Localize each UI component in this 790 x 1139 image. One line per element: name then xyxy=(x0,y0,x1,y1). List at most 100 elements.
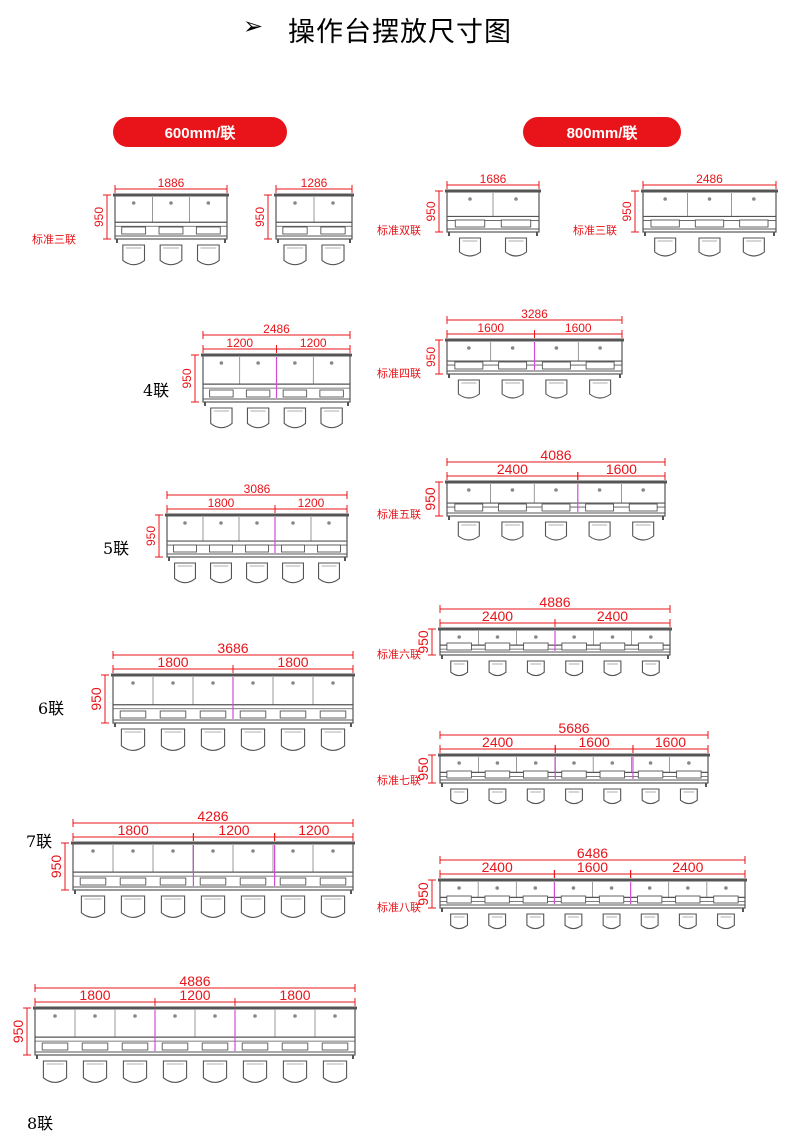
mount-dot xyxy=(724,886,728,890)
segment-dimension-label: 1200 xyxy=(218,822,249,838)
chair-icon xyxy=(322,1060,348,1083)
console-label: 标准双联 xyxy=(377,224,421,237)
keyboard-slot xyxy=(119,877,147,886)
mount-dot xyxy=(253,1014,257,1018)
mount-dot xyxy=(331,201,335,205)
keyboard-slot xyxy=(239,877,267,886)
keyboard-slot xyxy=(541,361,571,370)
chair-icon xyxy=(240,895,266,918)
mount-dot xyxy=(467,488,471,492)
mount-dot xyxy=(211,681,215,685)
mount-dot xyxy=(91,849,95,853)
keyboard-slot xyxy=(454,361,484,370)
mount-dot xyxy=(533,761,538,765)
mount-dot xyxy=(686,886,690,890)
chair-icon xyxy=(280,895,306,918)
keyboard-slot xyxy=(281,544,305,553)
keyboard-slot xyxy=(320,226,346,235)
height-dimension-label: 950 xyxy=(415,882,431,906)
mount-dot xyxy=(173,1014,177,1018)
chair-icon xyxy=(544,521,568,541)
chair-icon xyxy=(641,788,660,805)
height-dimension-label: 950 xyxy=(424,201,438,221)
keyboard-slot xyxy=(694,219,725,228)
keyboard-slot xyxy=(282,226,308,235)
keyboard-slot xyxy=(319,389,344,398)
keyboard-slot xyxy=(173,544,197,553)
keyboard-slot xyxy=(199,877,227,886)
segment-dimension-label: 2400 xyxy=(482,734,513,750)
mount-dot xyxy=(133,1014,137,1018)
mount-dot xyxy=(206,201,211,205)
chair-icon xyxy=(501,379,524,399)
chair-icon xyxy=(210,407,233,429)
keyboard-slot xyxy=(446,642,472,651)
keyboard-slot xyxy=(739,219,769,228)
segment-dimension-label: 2400 xyxy=(497,461,528,477)
segment-dimension-label: 2400 xyxy=(482,608,513,624)
chair-icon xyxy=(200,728,226,751)
keyboard-slot xyxy=(319,877,347,886)
chair-icon xyxy=(42,1060,68,1083)
keyboard-slot xyxy=(599,642,626,651)
mount-dot xyxy=(597,488,602,492)
mount-dot xyxy=(598,346,602,350)
mount-dot xyxy=(291,681,295,685)
height-dimension-label: 950 xyxy=(92,207,106,227)
chair-icon xyxy=(679,788,698,805)
mount-dot xyxy=(331,849,335,853)
chair-icon xyxy=(450,788,469,805)
mount-dot xyxy=(251,681,255,685)
total-dimension-label: 3686 xyxy=(217,640,248,656)
mount-dot xyxy=(495,635,500,639)
chair-icon xyxy=(564,913,583,930)
mount-dot xyxy=(333,1014,337,1018)
chair-icon xyxy=(200,895,226,918)
console-label: 4联 xyxy=(143,381,170,400)
chair-icon xyxy=(242,1060,268,1083)
chair-icon xyxy=(160,895,186,918)
chair-icon xyxy=(282,562,304,584)
chair-icon xyxy=(246,562,268,584)
keyboard-slot xyxy=(561,642,587,651)
chair-icon xyxy=(488,913,507,930)
console-label: 标准四联 xyxy=(377,367,421,380)
mount-dot xyxy=(510,488,515,492)
mount-dot xyxy=(211,849,215,853)
chair-icon xyxy=(602,913,621,930)
mount-dot xyxy=(213,1014,217,1018)
mount-dot xyxy=(571,886,576,890)
keyboard-slot xyxy=(676,770,702,779)
segment-dimension-label: 2400 xyxy=(482,859,513,875)
mount-dot xyxy=(131,201,136,205)
console-label: 标准三联 xyxy=(573,224,617,237)
total-dimension-label: 1686 xyxy=(480,172,507,186)
chair-icon xyxy=(210,562,232,584)
keyboard-slot xyxy=(81,1042,109,1051)
mount-dot xyxy=(131,681,135,685)
keyboard-slot xyxy=(598,895,625,904)
keyboard-slot xyxy=(159,710,187,719)
console-label: 7联 xyxy=(26,832,53,851)
keyboard-slot xyxy=(675,895,701,904)
total-dimension-label: 3086 xyxy=(244,482,271,496)
keyboard-slot xyxy=(241,1042,269,1051)
segment-dimension-label: 1800 xyxy=(277,654,308,670)
keyboard-slot xyxy=(209,389,234,398)
chair-icon xyxy=(321,244,345,266)
mount-dot xyxy=(219,521,223,525)
chair-icon xyxy=(282,1060,308,1083)
chair-icon xyxy=(589,379,612,399)
keyboard-slot xyxy=(41,1042,69,1051)
chair-icon xyxy=(588,521,611,541)
segment-dimension-label: 1800 xyxy=(208,496,235,510)
height-dimension-label: 950 xyxy=(180,368,194,388)
segment-dimension-label: 1600 xyxy=(565,321,592,335)
console-drawing: 1686 950 xyxy=(424,172,541,257)
chair-icon xyxy=(162,1060,188,1083)
total-dimension-label: 5686 xyxy=(558,720,589,736)
mount-dot xyxy=(293,201,297,205)
